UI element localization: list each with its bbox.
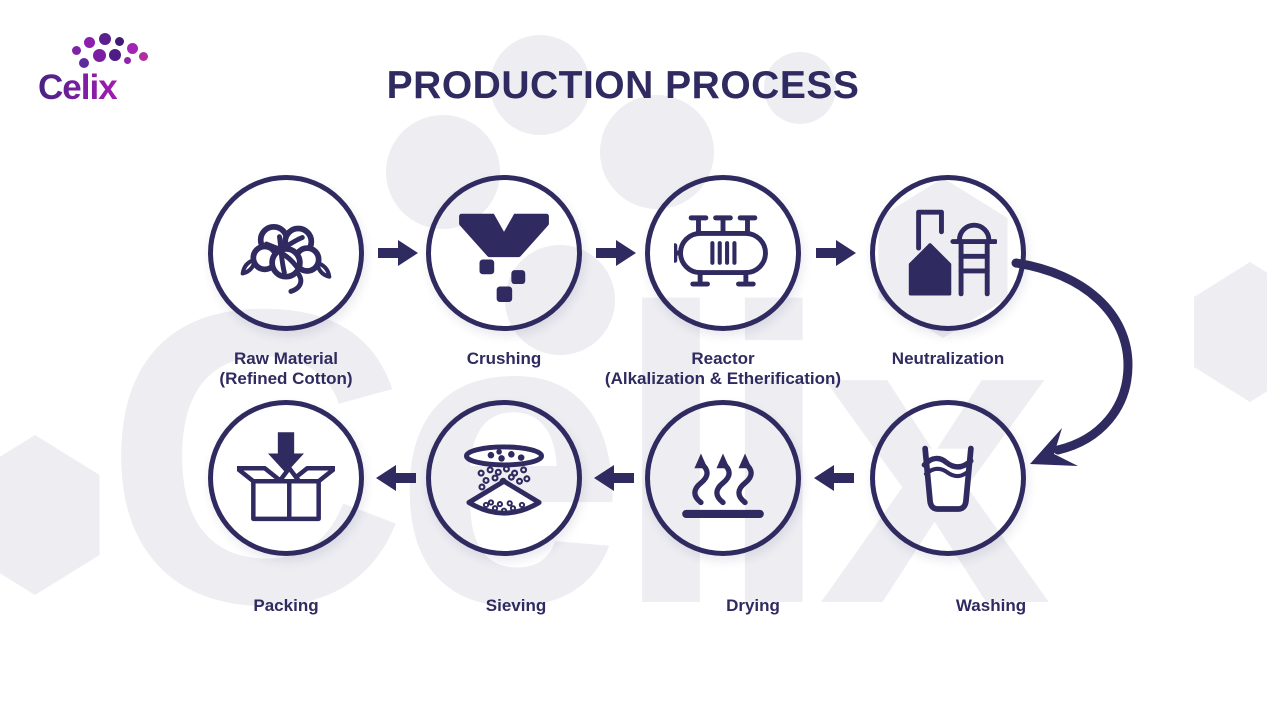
right-arrow-icon (378, 240, 856, 266)
step-label-packing: Packing (253, 596, 319, 615)
process-step-crushing (426, 175, 582, 331)
curved-connector-arrow-icon (1011, 258, 1133, 466)
step-label-crushing: Crushing (466, 349, 542, 368)
step-label-drying: Drying (726, 596, 780, 615)
process-step-washing (870, 400, 1026, 556)
logo-wordmark: Celix (38, 68, 118, 107)
logo-dot (115, 37, 124, 46)
process-step-packing (208, 400, 364, 556)
logo-dot (124, 57, 131, 64)
heat-waves-icon (682, 453, 764, 519)
reactor-vessel-icon (674, 215, 768, 287)
logo-dot (99, 33, 111, 45)
packing-box-icon (237, 432, 335, 522)
logo-dot (93, 49, 106, 62)
wash-cup-icon (921, 445, 974, 512)
logo-dot (79, 58, 89, 68)
step-label-washing: Washing (955, 596, 1027, 615)
logo-dot (139, 52, 148, 61)
logo-dot (127, 43, 138, 54)
celix-logo: Celix (38, 30, 158, 108)
sieve-icon (463, 444, 545, 516)
process-step-raw-material (208, 175, 364, 331)
page-title: PRODUCTION PROCESS (386, 64, 860, 107)
step-label-raw-material: Raw Material (Refined Cotton) (219, 349, 353, 389)
logo-dot (72, 46, 81, 55)
logo-dot (109, 49, 121, 61)
left-arrow-icon (376, 465, 854, 491)
funnel-crusher-icon (459, 212, 549, 302)
cotton-icon (240, 224, 332, 294)
step-label-reactor: Reactor (Alkalization & Etherification) (604, 349, 842, 389)
process-step-reactor (645, 175, 801, 331)
step-label-neutralization: Neutralization (891, 349, 1005, 368)
step-label-sieving: Sieving (485, 596, 547, 615)
process-step-sieving (426, 400, 582, 556)
process-step-neutralization (870, 175, 1026, 331)
logo-dot (84, 37, 95, 48)
plant-tank-icon (908, 209, 997, 297)
process-step-drying (645, 400, 801, 556)
